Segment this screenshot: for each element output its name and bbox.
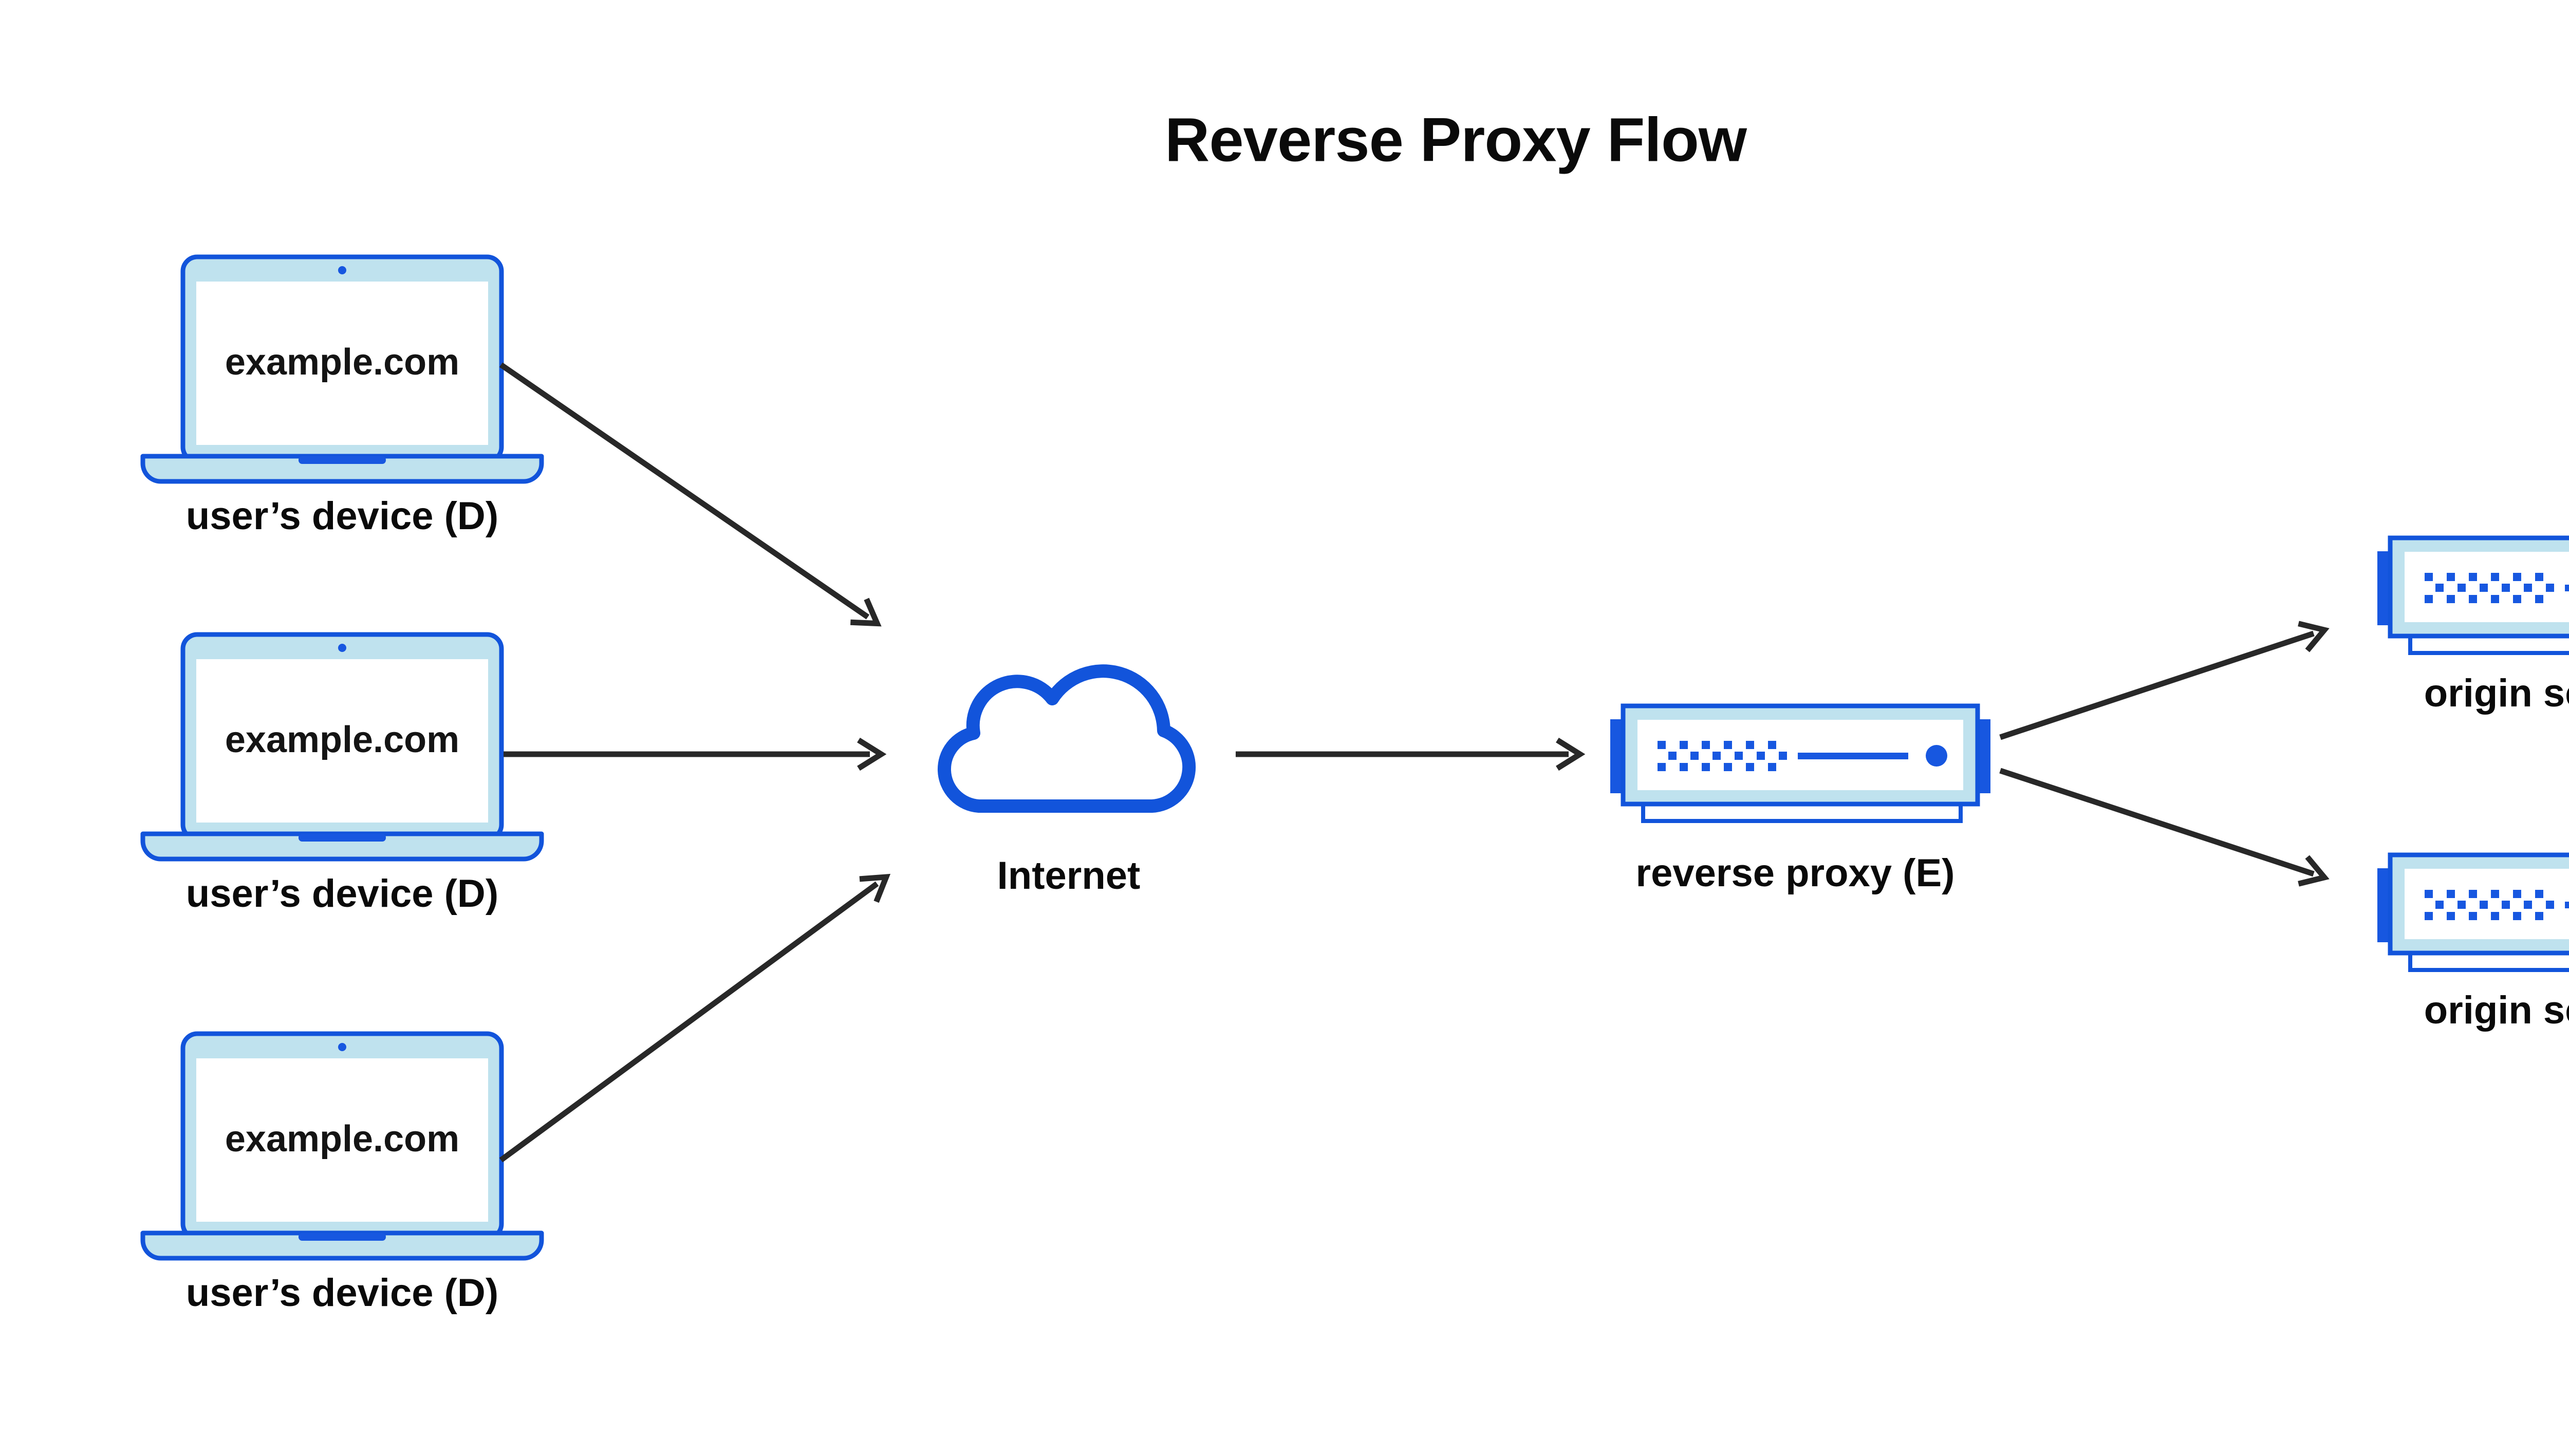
internet-label: Internet bbox=[997, 854, 1141, 898]
arrow-proxy-to-origin1 bbox=[1999, 621, 2330, 740]
reverse-proxy-label: reverse proxy (E) bbox=[1635, 851, 1955, 895]
arrow-proxy-to-origin2 bbox=[1999, 768, 2330, 887]
device2-screen-text: example.com bbox=[225, 719, 460, 760]
arrow-device3-to-internet bbox=[499, 873, 891, 1163]
cloud-icon bbox=[937, 664, 1196, 813]
origin-server-icon-1 bbox=[2377, 538, 2569, 653]
device1-screen-text: example.com bbox=[225, 342, 460, 383]
arrow-device1-to-internet bbox=[499, 362, 882, 627]
device1-label: user’s device (D) bbox=[185, 494, 499, 538]
device2-label: user’s device (D) bbox=[185, 872, 499, 916]
arrows-layer bbox=[499, 362, 2330, 1163]
origin-server1-label: origin server (F) bbox=[2424, 671, 2569, 715]
reverse-proxy-icon bbox=[1610, 706, 1990, 821]
page-title: Reverse Proxy Flow bbox=[1164, 104, 1747, 175]
origin-server-icon-2 bbox=[2377, 855, 2569, 970]
origin-server2-label: origin server (F) bbox=[2424, 988, 2569, 1032]
device3-label: user’s device (D) bbox=[185, 1271, 499, 1315]
device3-screen-text: example.com bbox=[225, 1118, 460, 1160]
